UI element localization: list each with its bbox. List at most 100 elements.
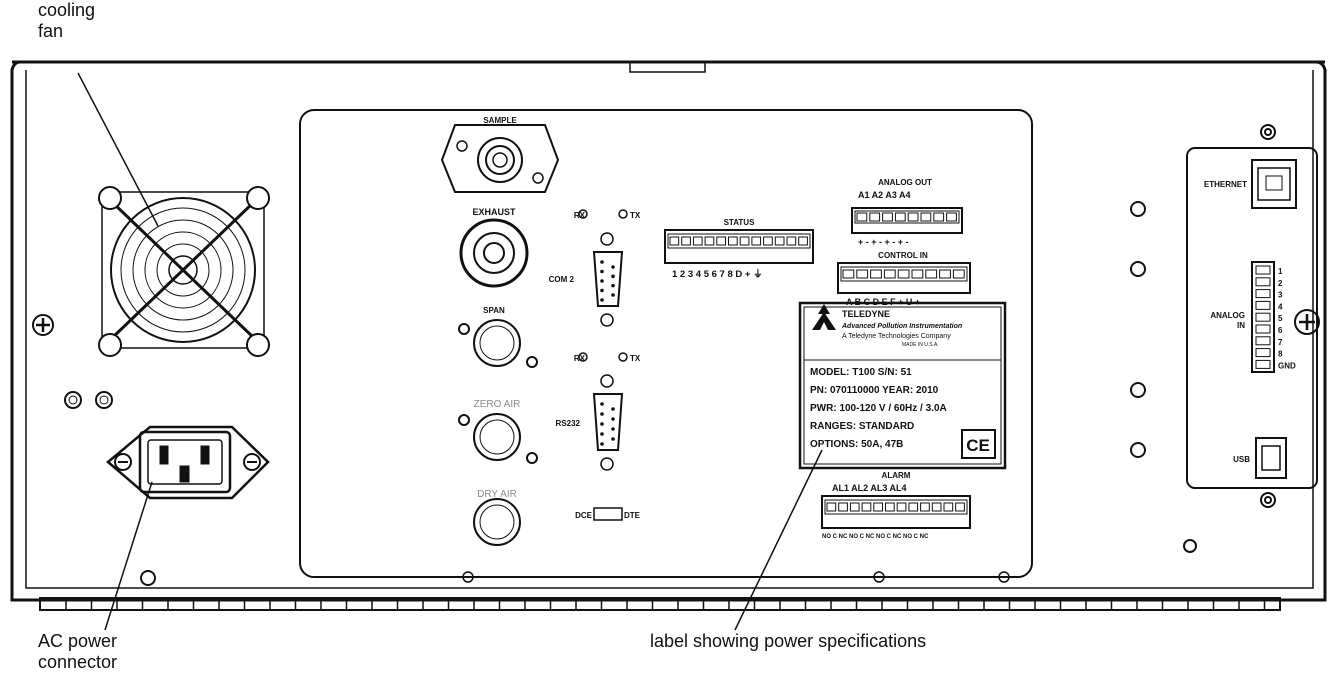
db9-pin [600,422,604,426]
terminal-pin [763,236,773,246]
rs232-connector [578,352,628,471]
zero-air-port [458,413,538,464]
analog-out-terminal-block [851,207,963,234]
usb-label: USB [1233,455,1250,464]
sample-port [440,124,560,193]
terminal-pin [669,236,680,246]
span-port [458,319,538,368]
terminal-pin [861,502,872,512]
terminal-pin [882,212,893,222]
analog-in-pin-label: 8 [1278,350,1283,359]
analog-in-pin-label: 7 [1278,338,1283,347]
terminal-pin [955,502,965,512]
terminal-pin [943,502,954,512]
db9-pin [600,279,604,283]
com2-rx-label: RX [574,211,586,220]
terminal-pin [931,502,942,512]
db9-pin [611,293,615,297]
dte-label: DTE [624,511,641,520]
terminal-pin [933,212,945,222]
analog-in-pin [1255,300,1271,310]
terminal-pin [908,502,919,512]
right-holes [1130,124,1276,553]
db9-pin [600,432,604,436]
db9-pin [611,407,615,411]
terminal-pin [856,269,869,279]
analog-in-pin-label: 2 [1278,279,1283,288]
io-subpanel [1186,147,1320,489]
db9-pin [600,412,604,416]
analog-in-pin [1255,312,1271,322]
terminal-pin [798,236,808,246]
terminal-pin [838,502,848,512]
terminal-pin [873,502,883,512]
analog-in-pin-label: 5 [1278,314,1283,323]
terminal-pin [681,236,691,246]
dce-label: DCE [575,511,593,520]
db9-pin [611,427,615,431]
plate-line1: Advanced Pollution Instrumentation [841,323,962,330]
analog-in-pin [1255,324,1271,334]
plate-model: MODEL: T100 S/N: 51 [810,367,912,378]
terminal-pin [728,236,738,246]
terminal-pin [692,236,703,246]
terminal-pin [849,502,860,512]
power-label-callout: label showing power specifications [650,631,927,651]
control-in-terminal-block [837,262,971,294]
terminal-pin [716,236,726,246]
plate-ranges: RANGES: STANDARD [810,421,914,432]
alarm-channels: AL1 AL2 AL3 AL4 [832,483,907,493]
left-screw-icon [32,314,156,586]
db9-pin [611,437,615,441]
terminal-pin [925,269,938,279]
analog-in-pin-label: 1 [1278,267,1283,276]
analog-in-pin-label: 6 [1278,326,1283,335]
db9-pins [600,260,615,446]
bottom-rail-ticks [65,598,1266,610]
control-in-pins: A B C D E F + U + [846,297,920,307]
plate-line3: MADE IN U.S.A. [902,342,939,348]
alarm-pins: NO C NC NO C NC NO C NC NO C NC [822,534,929,540]
rs232-tx-label: TX [630,354,641,363]
terminal-pin [894,212,906,222]
chassis [10,60,1327,611]
analog-in-pin-label: GND [1278,361,1296,370]
db9-pin [611,417,615,421]
terminal-pin [751,236,762,246]
span-label: SPAN [483,306,505,315]
db9-pin [600,269,604,274]
control-in-label: CONTROL IN [878,251,928,260]
analog-in-pin-label: 3 [1278,291,1283,300]
callout-leaders [77,72,823,631]
label-plate [798,301,1007,470]
plate-pwr: PWR: 100-120 V / 60Hz / 3.0A [810,403,947,414]
com2-connector [578,209,628,327]
analog-in-pin [1255,348,1271,358]
terminal-pin [870,269,882,279]
cooling-fan-callout: cooling fan [38,0,96,41]
zero-air-label: ZERO AIR [474,399,521,410]
terminal-pin [952,269,965,279]
analog-in-pin-label: 4 [1278,302,1283,311]
alarm-terminal-block [821,495,971,529]
plate-pn: PN: 070110000 YEAR: 2010 [810,385,939,396]
status-pins-label: 1 2 3 4 5 6 7 8 D + ⏚ [672,269,763,280]
plate-options: OPTIONS: 50A, 47B [810,439,903,450]
db9-pin [600,298,604,302]
status-label: STATUS [724,218,755,227]
dce-dte-switch [593,507,623,521]
dry-air-port [473,498,521,546]
terminal-pin [774,236,785,246]
terminal-pin [826,502,837,512]
db9-pin [600,402,604,406]
analog-in-pin [1255,336,1271,346]
terminal-pin [885,502,895,512]
plate-line2: A Teledyne Technologies Company [842,333,951,340]
terminal-pin [786,236,797,246]
terminal-pin [896,502,907,512]
terminal-pin [911,269,924,279]
terminal-pin [704,236,715,246]
alarm-label: ALARM [882,471,911,480]
